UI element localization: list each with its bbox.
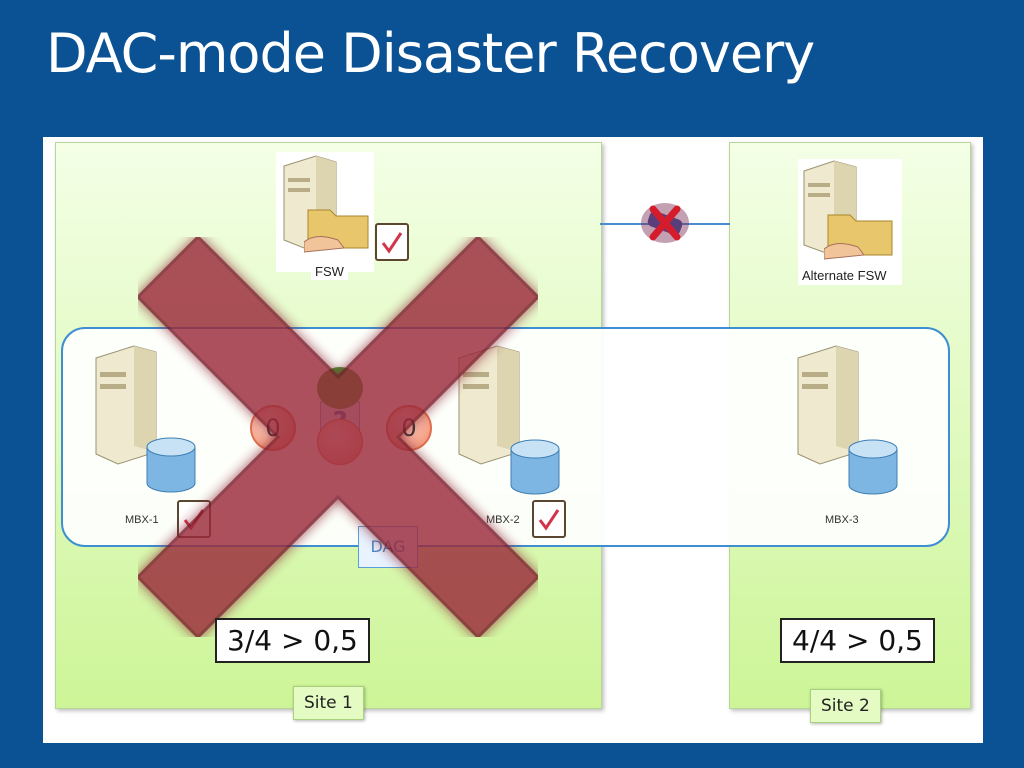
mbx-1-label: MBX-1 <box>125 514 159 526</box>
site-1-label: Site 1 <box>293 686 364 720</box>
mbx-3-database-icon <box>848 439 898 495</box>
mbx-3-server-icon <box>797 345 859 465</box>
mbx-3-label: MBX-3 <box>825 514 859 526</box>
mbx-2-database-icon <box>510 439 560 495</box>
mbx-2-checkbox-checked-icon <box>532 500 566 538</box>
failed-node-circle <box>317 419 363 465</box>
dag-label: DAG <box>358 526 418 568</box>
slide-title: DAC-mode Disaster Recovery <box>46 22 815 85</box>
site-2-label: Site 2 <box>810 689 881 723</box>
vote-count-left: 0 <box>250 405 296 451</box>
diagram-canvas: FSW Alternate FSW MBX-1 <box>43 137 983 743</box>
mbx-1-checkbox-checked-icon <box>177 500 211 538</box>
site-1-quorum-ratio: 3/4 > 0,5 <box>215 618 370 663</box>
broken-link-icon <box>641 203 689 243</box>
alternate-fsw-server: Alternate FSW <box>798 159 902 285</box>
fsw-server <box>276 152 374 272</box>
vote-count-right: 0 <box>386 405 432 451</box>
site-2-quorum-ratio: 4/4 > 0,5 <box>780 618 935 663</box>
folder-share-icon <box>824 214 893 260</box>
mbx-1-database-icon <box>146 437 196 493</box>
mbx-2-label: MBX-2 <box>486 514 520 526</box>
folder-share-icon <box>304 209 369 253</box>
fsw-checkbox-checked-icon <box>375 223 409 261</box>
fsw-label: FSW <box>311 263 348 280</box>
active-node-dot <box>317 367 363 409</box>
alternate-fsw-label: Alternate FSW <box>798 267 891 284</box>
